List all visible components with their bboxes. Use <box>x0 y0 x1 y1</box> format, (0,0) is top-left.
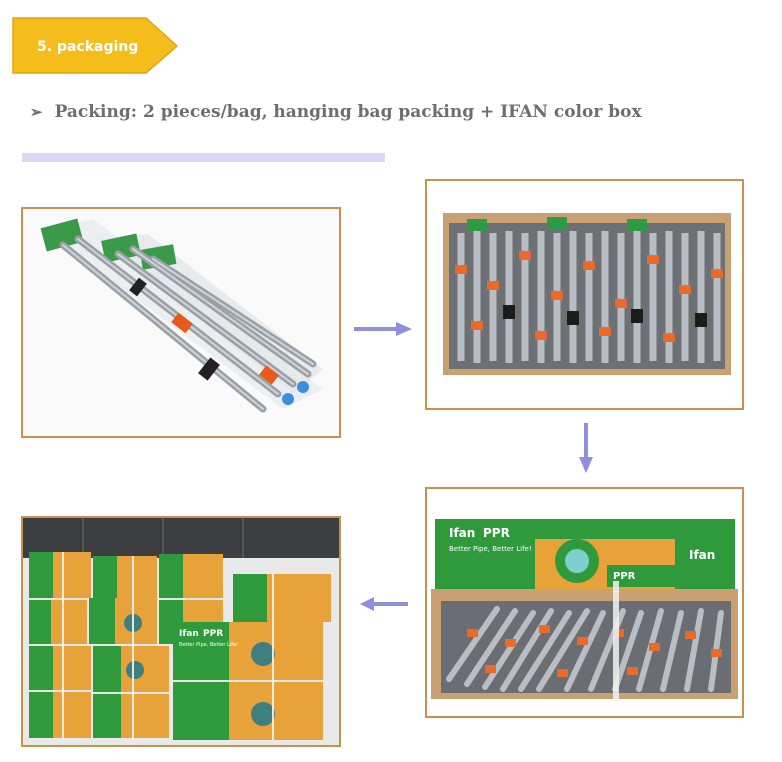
photo-carton-hoses <box>425 179 744 410</box>
stack-product: PPR <box>203 629 223 639</box>
section-banner: 5. packaging <box>12 17 180 79</box>
carton-hoses-illustration <box>427 181 742 408</box>
arrow-down-icon <box>579 423 593 473</box>
bagged-hoses-illustration <box>23 209 339 436</box>
heading-divider <box>22 153 385 162</box>
box2-lid-brand: PPR <box>613 571 636 582</box>
section-title: 5. packaging <box>37 39 139 55</box>
photo-ifan-color-box: Ifan PPR Better Pipe, Better Life! Ifan … <box>425 487 744 718</box>
box2-product: PPR <box>483 526 510 540</box>
stack-slogan: Better Pipe, Better Life! <box>179 642 238 648</box>
ifan-color-box-illustration: Ifan PPR Better Pipe, Better Life! Ifan … <box>427 489 742 716</box>
arrow-right-icon <box>354 322 412 336</box>
box2-slogan: Better Pipe, Better Life! <box>449 545 532 553</box>
photo-bagged-hoses <box>21 207 341 438</box>
photo-stacked-boxes: Ifan PPR Better Pipe, Better Life! <box>21 516 341 747</box>
box2-side-brand: Ifan <box>689 548 715 562</box>
packing-heading: ➢ Packing: 2 pieces/bag, hanging bag pack… <box>30 102 642 122</box>
banner-shape <box>12 17 179 74</box>
arrow-left-icon <box>360 597 408 611</box>
stack-brand: Ifan <box>179 629 199 639</box>
packing-text: Packing: 2 pieces/bag, hanging bag packi… <box>54 102 642 122</box>
arrowhead-bullet-icon: ➢ <box>30 103 43 121</box>
stacked-boxes-illustration: Ifan PPR Better Pipe, Better Life! <box>23 518 339 745</box>
box2-brand: Ifan <box>449 526 475 540</box>
